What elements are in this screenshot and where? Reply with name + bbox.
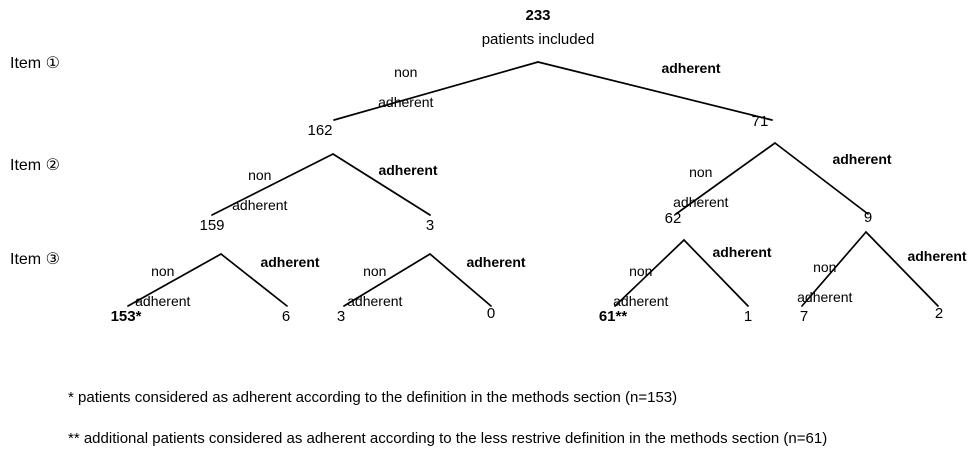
node-count-71: 71 [751, 113, 769, 130]
edge-9-to-2 [865, 231, 939, 307]
edge-label-62-non-adherent: non adherent [598, 249, 669, 325]
edge-label-line1: non [629, 263, 653, 280]
node-count-9: 9 [863, 209, 873, 226]
edge-label-71-adherent: adherent [832, 151, 892, 167]
footnote-single-asterisk: * patients considered as adherent accord… [68, 389, 678, 406]
edge-62-to-61 [614, 239, 685, 307]
row-label-item-1: Item ① [10, 55, 60, 72]
edge-label-3-adherent: adherent [466, 254, 526, 270]
edge-159-to-153 [127, 253, 222, 307]
edge-label-62-adherent: adherent [712, 244, 772, 260]
edge-root-to-162 [333, 61, 539, 121]
edge-label-line1: non [248, 167, 272, 184]
edge-label-162-non-adherent: non adherent [217, 153, 288, 229]
edge-62-to-1 [683, 239, 749, 307]
node-count-159: 159 [199, 217, 225, 234]
leaf-count-0: 0 [486, 305, 496, 322]
edge-root-to-71 [537, 61, 773, 121]
node-count-162: 162 [307, 122, 333, 139]
root-node-count: 233 [525, 7, 551, 24]
node-count-62: 62 [664, 210, 682, 227]
edge-label-line1: non [394, 64, 418, 81]
edge-label-9-non-adherent: non adherent [782, 245, 853, 321]
edge-label-root-adherent: adherent [661, 60, 721, 76]
edge-71-to-9 [774, 142, 869, 215]
edge-label-line2: adherent [613, 293, 669, 310]
edge-label-line2: adherent [347, 293, 403, 310]
leaf-count-3: 3 [336, 308, 346, 325]
edge-label-3-non-adherent: non adherent [332, 249, 403, 325]
edge-label-line1: non [151, 263, 175, 280]
edge-label-line1: non [689, 164, 713, 181]
row-label-item-2: Item ② [10, 157, 60, 174]
edge-label-line2: adherent [232, 197, 288, 214]
leaf-count-6: 6 [281, 308, 291, 325]
footnote-double-asterisk: ** additional patients considered as adh… [68, 430, 828, 447]
edge-label-71-non-adherent: non adherent [658, 150, 729, 226]
edge-label-root-non-adherent: non adherent [363, 50, 434, 126]
edge-label-line2: adherent [135, 293, 191, 310]
edge-label-9-adherent: adherent [907, 248, 967, 264]
edge-159-to-6 [220, 253, 288, 307]
edge-label-line2: adherent [673, 194, 729, 211]
edge-label-162-adherent: adherent [378, 162, 438, 178]
edge-9-to-7 [801, 231, 867, 307]
leaf-count-153: 153* [110, 308, 142, 325]
edge-label-line1: non [813, 259, 837, 276]
leaf-count-1: 1 [743, 308, 753, 325]
edge-162-to-3 [332, 153, 431, 216]
edge-label-159-non-adherent: non adherent [120, 249, 191, 325]
leaf-count-7: 7 [799, 308, 809, 325]
node-count-3a: 3 [425, 217, 435, 234]
edge-label-159-adherent: adherent [260, 254, 320, 270]
edge-label-line1: non [363, 263, 387, 280]
edge-label-line2: adherent [378, 94, 434, 111]
edge-label-line2: adherent [797, 289, 853, 306]
root-node-caption: patients included [481, 31, 595, 48]
edge-3-to-0 [429, 253, 492, 307]
edge-3-to-3 [343, 253, 431, 307]
edge-71-to-62 [675, 142, 776, 215]
edge-162-to-159 [211, 153, 334, 216]
leaf-count-61: 61** [598, 308, 628, 325]
row-label-item-3: Item ③ [10, 251, 60, 268]
leaf-count-2: 2 [934, 305, 944, 322]
